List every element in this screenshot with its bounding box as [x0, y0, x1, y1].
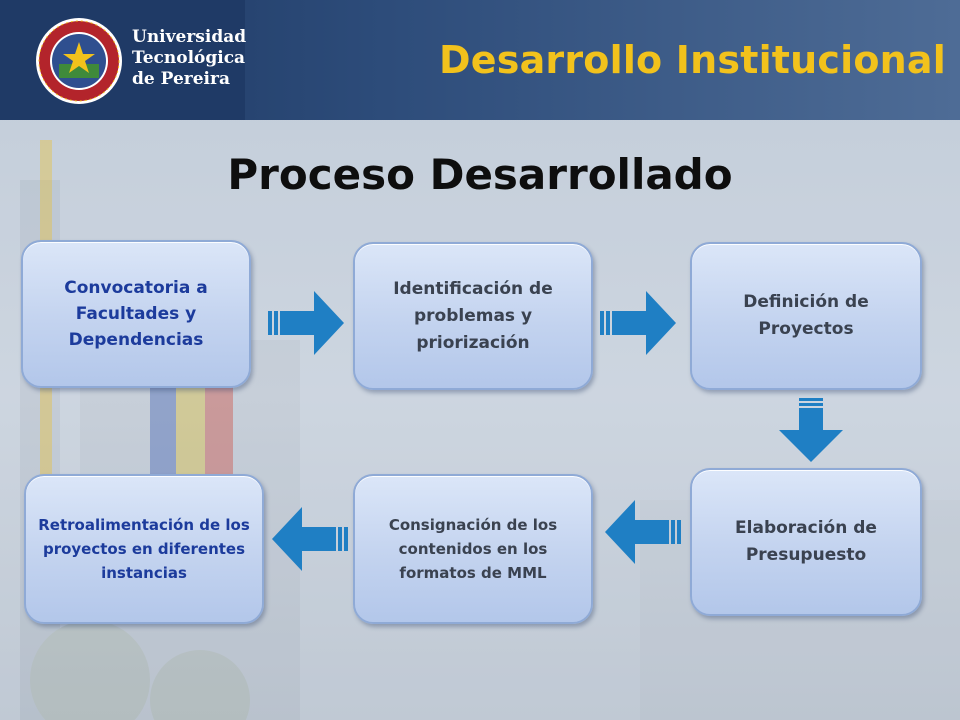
step-label: Definición de Proyectos: [743, 292, 869, 339]
step-identificacion: Identificación de problemas y priorizaci…: [353, 242, 593, 390]
arrow-left-icon: [605, 500, 681, 564]
university-name-line1: Universidad: [132, 27, 247, 47]
arrow-right-icon: [600, 291, 676, 355]
arrow-left-icon: [272, 507, 348, 571]
arrow-right-icon: [268, 291, 344, 355]
university-name-line3: de Pereira: [132, 69, 230, 89]
university-name: Universidad Tecnológica de Pereira: [132, 27, 247, 90]
header-title: Desarrollo Institucional: [439, 38, 946, 82]
university-seal-icon: [36, 18, 122, 104]
background-flags: [40, 140, 233, 600]
header-banner: Universidad Tecnológica de Pereira Desar…: [0, 0, 960, 120]
step-consignacion: Consignación de los contenidos en los fo…: [353, 474, 593, 624]
arrow-down-icon: [779, 398, 843, 462]
step-convocatoria: Convocatoria a Facultades y Dependencias: [21, 240, 251, 388]
step-label: Elaboración de Presupuesto: [735, 518, 877, 565]
step-label: Consignación de los contenidos en los fo…: [388, 516, 558, 582]
step-elaboracion: Elaboración de Presupuesto: [690, 468, 922, 616]
step-retroalimentacion: Retroalimentación de los proyectos en di…: [24, 474, 264, 624]
university-name-line2: Tecnológica: [132, 48, 246, 68]
step-label: Convocatoria a Facultades y Dependencias: [64, 278, 208, 350]
step-label: Retroalimentación de los proyectos en di…: [38, 516, 250, 582]
step-definicion: Definición de Proyectos: [690, 242, 922, 390]
step-label: Identificación de problemas y priorizaci…: [393, 278, 553, 353]
page-title: Proceso Desarrollado: [227, 150, 733, 199]
university-logo-block: Universidad Tecnológica de Pereira: [0, 0, 247, 120]
